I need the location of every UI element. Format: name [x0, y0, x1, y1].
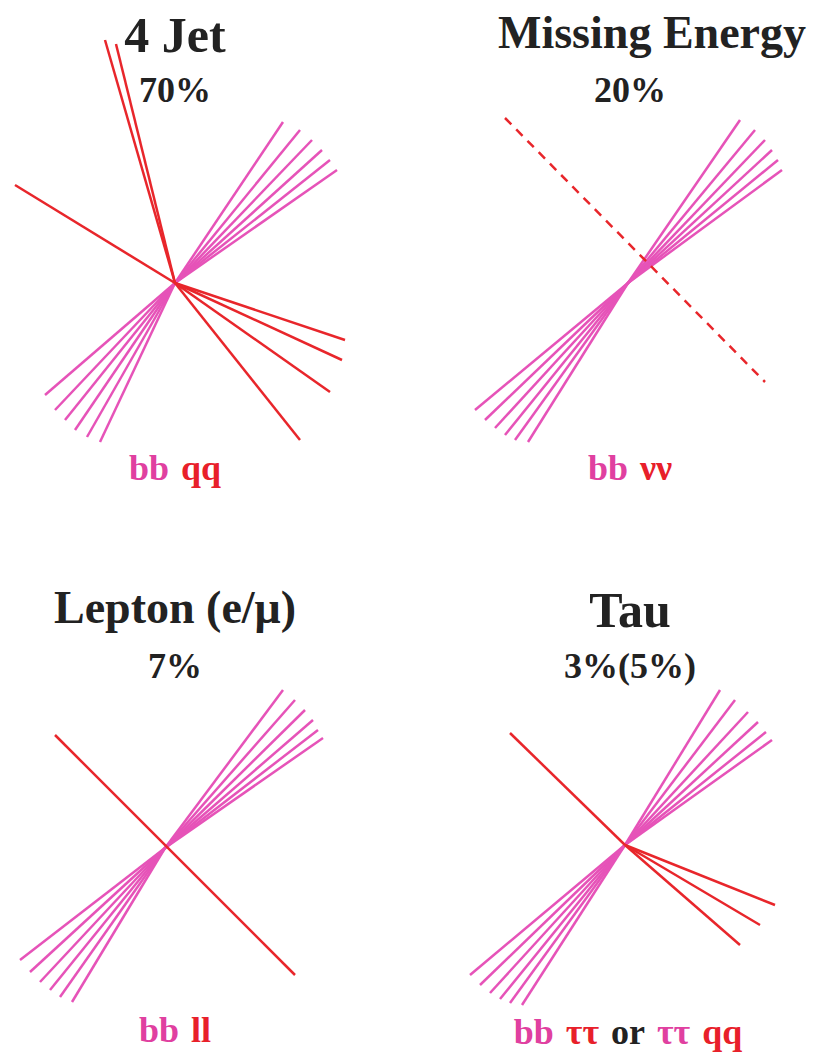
fraction-label: 7% [148, 648, 202, 684]
panel-title: Missing Energy [498, 10, 806, 56]
final-state-label: ll [191, 1012, 211, 1048]
label-group: bbll [139, 1012, 211, 1048]
label-group: Lepton (e/μ) [54, 585, 296, 631]
label-group: bbττorττqq [514, 1014, 742, 1050]
label-group: 3%(5%) [564, 648, 696, 684]
label-group: 7% [148, 648, 202, 684]
final-state-label: νν [640, 450, 672, 486]
final-state-label: bb [129, 450, 169, 486]
b-jets [20, 120, 782, 1005]
final-state-label: ττ [566, 1014, 599, 1050]
label-group: 4 Jet [124, 10, 225, 60]
final-state-label: ττ [657, 1014, 690, 1050]
label-group: Tau [589, 585, 671, 635]
label-group: 20% [594, 72, 666, 108]
label-group: bbνν [588, 450, 672, 486]
fraction-label: 3%(5%) [564, 648, 696, 684]
final-state-label: bb [139, 1012, 179, 1048]
panel-title: Tau [589, 585, 671, 635]
final-state-label: qq [181, 450, 221, 486]
final-state-label: bb [588, 450, 628, 486]
final-state-label: bb [514, 1014, 554, 1050]
panel-title: Lepton (e/μ) [54, 585, 296, 631]
final-state-label: or [611, 1014, 645, 1050]
label-group: bbqq [129, 450, 221, 486]
fraction-label: 20% [594, 72, 666, 108]
light-jets-leptons [15, 40, 775, 975]
final-state-label: qq [702, 1014, 742, 1050]
fraction-label: 70% [139, 72, 211, 108]
label-group: Missing Energy [498, 10, 806, 56]
label-group: 70% [139, 72, 211, 108]
panel-title: 4 Jet [124, 10, 225, 60]
